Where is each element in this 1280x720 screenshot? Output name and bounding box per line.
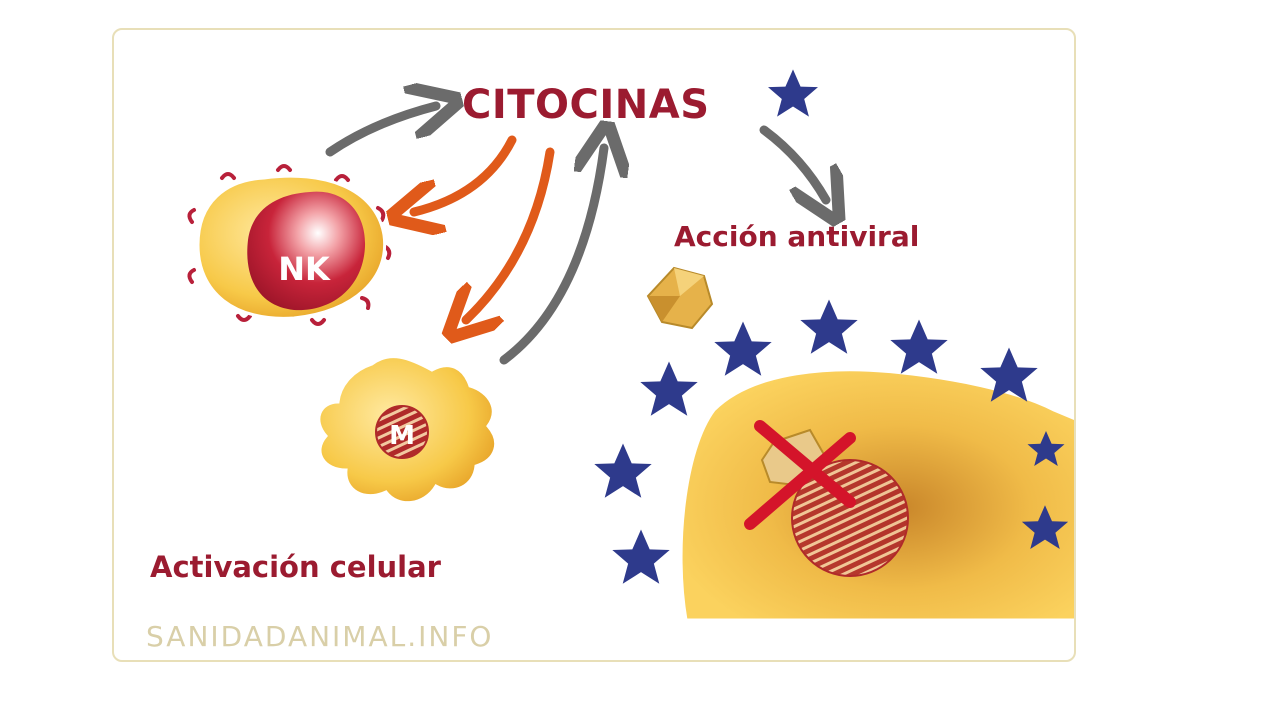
star-icon: [768, 69, 818, 117]
diagram-artwork: NK M: [187, 69, 1074, 622]
cross-icon: [744, 420, 856, 530]
arrow-macrophage-to-citocinas: [499, 148, 604, 365]
diagram-card: NK M CITOCINAS Acción antiviral Activaci…: [112, 28, 1076, 662]
watermark: SANIDADANIMAL.INFO: [146, 620, 494, 653]
arrow-nk-to-citocinas: [325, 106, 436, 157]
star-icon: [890, 319, 948, 374]
antiviral-label: Acción antiviral: [674, 220, 920, 253]
macrophage-cell: [317, 355, 498, 505]
star-icon: [640, 361, 698, 416]
macrophage-label: M: [389, 421, 415, 451]
star-icon: [800, 299, 858, 354]
star-icon: [714, 321, 772, 376]
arrow-citocinas-to-antiviral: [759, 125, 826, 200]
nk-label: NK: [278, 250, 331, 288]
infected-cell: [679, 368, 1074, 622]
activation-label: Activación celular: [150, 550, 441, 584]
star-icon: [612, 529, 670, 584]
nk-cell: [187, 164, 392, 326]
star-icon: [594, 443, 652, 498]
arrow-citocinas-to-macrophage: [466, 147, 555, 320]
diagram-title: CITOCINAS: [462, 82, 710, 128]
arrow-citocinas-to-nk: [414, 135, 517, 212]
virus-capsid-icon: [646, 266, 714, 330]
